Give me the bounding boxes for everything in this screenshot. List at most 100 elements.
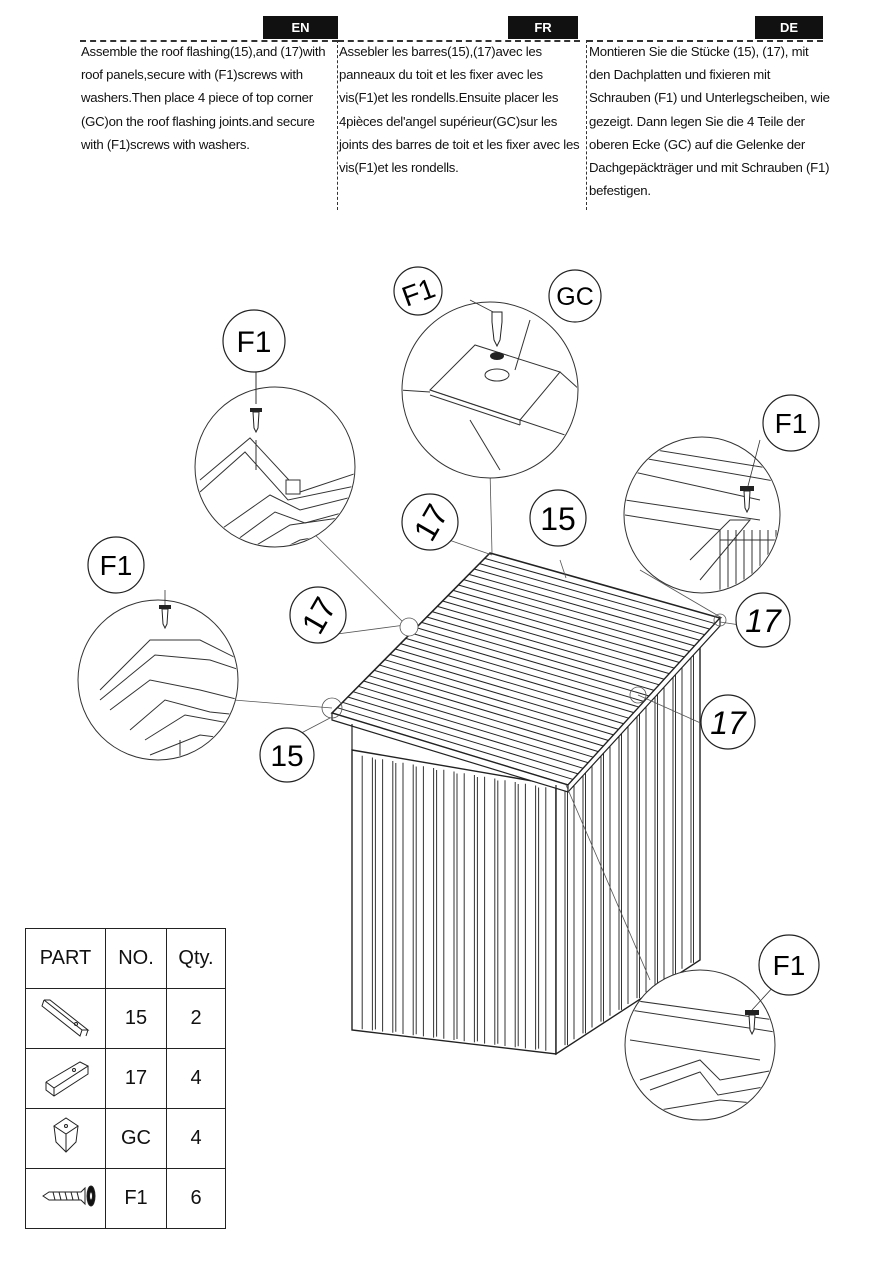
part-qty: 6	[166, 1168, 226, 1229]
roof-rib	[405, 637, 640, 708]
roof-rib	[384, 659, 619, 730]
callout-label: GC	[556, 283, 594, 311]
joint-marker	[713, 613, 727, 627]
detail-circle-top-left	[194, 362, 356, 548]
part-qty: 4	[166, 1108, 226, 1169]
roof-rib	[410, 632, 645, 702]
callout-17-top: 17	[401, 493, 459, 551]
instruction-line: Schrauben (F1) und Unterlegscheiben, wie	[589, 90, 830, 106]
instructions-fr: Assebler les barres(15),(17)avec les pan…	[339, 40, 584, 179]
callout-label: F1	[775, 408, 808, 439]
instruction-line: panneaux du toit et les fixer avec les	[339, 67, 543, 83]
instructions-en: Assemble the roof flashing(15),and (17)w…	[81, 40, 333, 156]
callout-f1-bottom-right: F1	[758, 934, 820, 996]
instruction-line: with (F1)screws with washers.	[81, 136, 250, 152]
joint-marker	[399, 617, 419, 637]
roof-rib	[463, 579, 695, 647]
roof-rib	[416, 627, 650, 697]
callout-f1-left: F1	[87, 536, 145, 594]
detail-circle-top-gc	[401, 299, 579, 479]
table-row: GC 4	[25, 1108, 226, 1169]
instruction-line: Assebler les barres(15),(17)avec les	[339, 44, 542, 59]
part-qty: 2	[166, 988, 226, 1049]
part-number: GC	[105, 1108, 167, 1169]
header-rule-en	[80, 40, 338, 42]
part-number: 15	[105, 988, 167, 1049]
roof-rib	[452, 589, 685, 658]
callout-17-left: 17	[289, 586, 347, 644]
instruction-line: oberen Ecke (GC) auf die Gelenke der	[589, 136, 806, 152]
part-number: 17	[105, 1048, 167, 1109]
callout-17-right: 17	[700, 694, 756, 750]
roof-rib	[373, 669, 609, 741]
roof-rib	[395, 648, 629, 719]
instruction-line: den Dachplatten und fixieren mit	[589, 67, 771, 83]
roof-rib	[458, 584, 690, 652]
lang-tag-fr: FR	[508, 16, 578, 39]
instruction-line: roof panels,secure with (F1)screws with	[81, 67, 303, 83]
roof-rib	[479, 563, 711, 630]
roof-rib	[442, 600, 675, 669]
instruction-line: Dachgepäckträger und mit Schrauben (F1)	[589, 160, 830, 176]
screw-icon	[740, 439, 761, 514]
roof-rib	[421, 621, 655, 691]
header-part: PART	[25, 928, 106, 989]
instructions-de: Montieren Sie die Stücke (15), (17), mit…	[589, 40, 830, 202]
detail-circle-right	[623, 436, 781, 594]
callout-label: F1	[100, 550, 133, 581]
roof-flashing-icon	[25, 988, 106, 1049]
instruction-line: befestigen.	[589, 183, 651, 199]
callout-label: 17	[710, 705, 747, 741]
header-qty: Qty.	[166, 928, 226, 989]
header-no: NO.	[105, 928, 167, 989]
corner-cap-icon	[25, 1108, 106, 1169]
instruction-line: 4pièces del'angel supérieur(GC)sur les	[339, 113, 558, 129]
callout-f1-top-left: F1	[222, 309, 286, 373]
screw-washer-icon	[25, 1168, 106, 1229]
screw-icon	[469, 299, 504, 360]
lang-tag-en: EN	[263, 16, 338, 39]
part-qty: 4	[166, 1048, 226, 1109]
instruction-line: vis(F1)et les rondells.	[339, 160, 459, 176]
roof-rib	[447, 595, 680, 664]
callout-label: F1	[773, 950, 806, 981]
parts-table-header: PART NO. Qty.	[25, 928, 226, 989]
joint-marker	[629, 686, 647, 704]
roof-rib	[431, 611, 665, 680]
header-rule-fr	[338, 40, 580, 42]
parts-table: PART NO. Qty. 15 2 17 4 GC 4 F1 6	[25, 928, 226, 1229]
callout-label: 15	[540, 501, 576, 537]
instruction-line: gezeigt. Dann legen Sie die 4 Teile der	[589, 113, 805, 129]
table-row: F1 6	[25, 1168, 226, 1229]
roof-rib	[352, 691, 589, 764]
callout-17-right-top: 17	[735, 592, 791, 648]
table-row: 17 4	[25, 1048, 226, 1109]
callout-f1-right: F1	[762, 394, 820, 452]
instruction-line: Montieren Sie die Stücke (15), (17), mit	[589, 44, 809, 59]
screw-icon	[159, 590, 171, 630]
roof-rib	[363, 680, 599, 753]
roof-rib	[342, 701, 579, 775]
shed-front-wall	[351, 749, 557, 1055]
roof-trim-icon	[25, 1048, 106, 1109]
column-divider-1	[337, 40, 338, 210]
callout-label: 17	[745, 603, 782, 639]
instruction-line: Assemble the roof flashing(15),and (17)w…	[81, 44, 326, 59]
callout-15-bottom: 15	[259, 727, 315, 783]
joint-marker	[321, 697, 343, 719]
roof-rib	[474, 568, 705, 636]
instruction-line: joints des barres de toit et les fixer a…	[339, 136, 580, 152]
roof-rib	[468, 573, 700, 641]
instruction-line: vis(F1)et les rondells.Ensuite placer le…	[339, 90, 559, 106]
column-divider-2	[586, 40, 587, 210]
callout-f1-top: F1	[393, 266, 443, 316]
roof-rib	[379, 664, 614, 736]
roof-rib	[337, 707, 574, 780]
roof-rib	[484, 557, 716, 625]
part-number: F1	[105, 1168, 167, 1229]
instruction-line: (GC)on the roof flashing joints.and secu…	[81, 113, 315, 129]
detail-circle-bottom-right	[624, 969, 776, 1121]
table-row: 15 2	[25, 988, 226, 1049]
roof-rib	[426, 616, 660, 686]
